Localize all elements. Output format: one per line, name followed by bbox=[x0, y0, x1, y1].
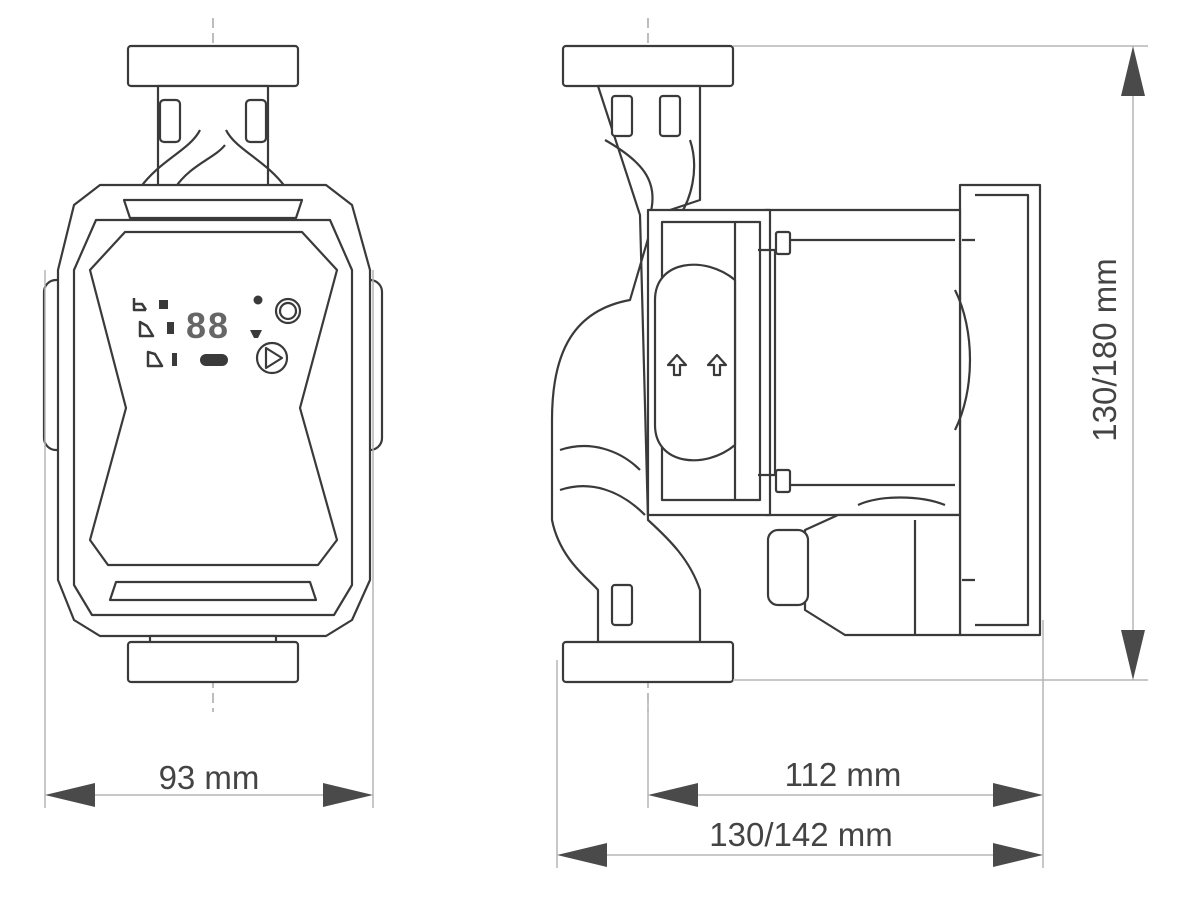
front-top-flange bbox=[126, 44, 300, 88]
arrow-left-icon bbox=[45, 783, 95, 807]
constant-curve-icon-1 bbox=[132, 298, 148, 312]
front-width-label: 93 mm bbox=[159, 759, 260, 796]
display-panel bbox=[88, 230, 339, 567]
height-label: 130/180 mm bbox=[1086, 258, 1123, 441]
arrow-right-icon bbox=[993, 783, 1043, 807]
arrow-left-icon bbox=[648, 783, 698, 807]
arrow-up-icon bbox=[1121, 46, 1145, 96]
arrow-left-icon bbox=[557, 843, 607, 867]
side-bottom-flange bbox=[561, 640, 735, 684]
side-pump-body bbox=[550, 84, 702, 644]
constant-curve-icon-2 bbox=[138, 320, 155, 338]
arrow-right-icon bbox=[323, 783, 373, 807]
cable-gland bbox=[766, 528, 810, 607]
display-icons: 88 bbox=[132, 295, 302, 375]
flow-arrow-icon-2 bbox=[706, 353, 728, 377]
play-button-icon bbox=[255, 341, 289, 375]
depth-label: 112 mm bbox=[785, 756, 902, 793]
dimension-lines bbox=[44, 45, 1148, 868]
flow-window bbox=[653, 263, 737, 462]
constant-curve-icon-3 bbox=[146, 350, 164, 368]
side-top-flange bbox=[561, 44, 735, 88]
display-digits: 88 bbox=[186, 305, 230, 346]
indicator-bar bbox=[200, 354, 228, 366]
side-view bbox=[550, 18, 1042, 712]
flow-arrow-icon-1 bbox=[666, 353, 688, 377]
terminal-box bbox=[803, 513, 962, 637]
arrow-down-icon bbox=[1121, 630, 1145, 680]
arrow-right-icon bbox=[993, 843, 1043, 867]
motor-stator bbox=[763, 208, 962, 517]
night-mode-icon bbox=[274, 297, 302, 325]
front-bottom-flange bbox=[126, 640, 300, 684]
front-view: 88 bbox=[42, 18, 384, 712]
total-length-label: 130/142 mm bbox=[709, 816, 892, 853]
